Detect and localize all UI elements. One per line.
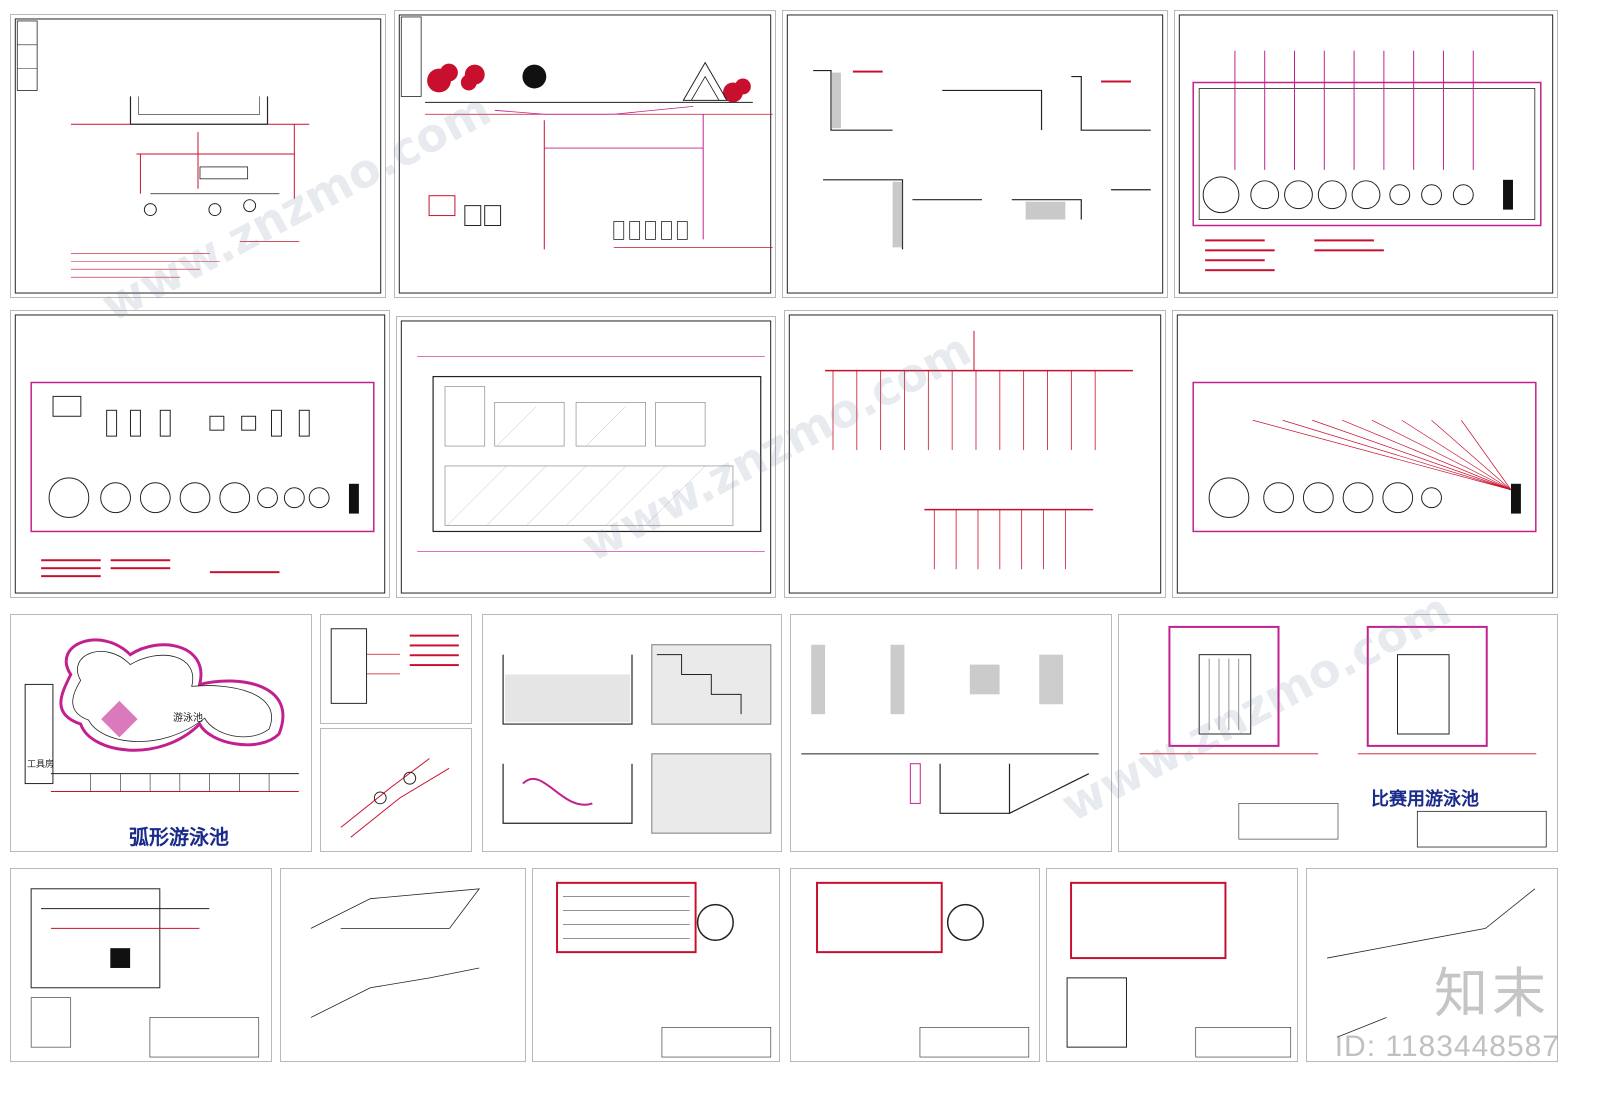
sheet-equipment-flow[interactable] bbox=[10, 868, 272, 1062]
drawing-pump-room-iso bbox=[340, 758, 450, 838]
drawing-power-layout bbox=[1176, 314, 1554, 594]
drawing-fitting-details bbox=[786, 14, 1164, 294]
image-id-text: ID: 1183448587 bbox=[1334, 1030, 1560, 1063]
drawing-pool-process bbox=[398, 14, 773, 294]
drawing-equipment-plan bbox=[14, 314, 386, 594]
sheet-electrical-system[interactable] bbox=[784, 310, 1166, 598]
sheet-iso-pipe-b[interactable] bbox=[1306, 868, 1558, 1062]
drawing-equipment-flow bbox=[30, 888, 260, 1058]
arc-pool-room-label: 工具房 bbox=[27, 760, 55, 770]
race-pool-title: 比赛用游泳池 bbox=[1371, 789, 1479, 810]
brand-logo: 知末 bbox=[1434, 962, 1550, 1025]
arc-pool-pool-label: 游泳池 bbox=[173, 713, 203, 724]
drawing-hot-spring-flow bbox=[14, 18, 382, 294]
drawing-room-conditions bbox=[400, 320, 772, 594]
drawing-edge-details bbox=[801, 644, 1099, 814]
drawing-arc-pool bbox=[24, 638, 299, 792]
drawing-pool-plan-3 bbox=[1066, 881, 1292, 1058]
sheet-pump-room-iso[interactable] bbox=[320, 728, 472, 852]
sheet-pool-plan-2[interactable] bbox=[790, 868, 1040, 1062]
sheet-equipment-plan[interactable] bbox=[10, 310, 390, 598]
sheet-pool-plan-3[interactable] bbox=[1046, 868, 1298, 1062]
sheet-fitting-details[interactable] bbox=[782, 10, 1168, 298]
drawing-iso-pipe-b bbox=[1327, 888, 1536, 1038]
drawing-pool-plan-2 bbox=[816, 881, 1030, 1058]
drawing-pipe-plan bbox=[1178, 14, 1554, 294]
drawing-pump-room-top bbox=[330, 628, 459, 704]
drawing-iso-pipe-a bbox=[310, 888, 481, 1018]
sheet-power-layout[interactable] bbox=[1172, 310, 1558, 598]
drawing-pool-sections bbox=[502, 644, 772, 834]
sheet-hot-spring-flow[interactable] bbox=[10, 14, 386, 298]
sheet-race-pool[interactable]: 比赛用游泳池 bbox=[1118, 614, 1558, 852]
sheet-arc-pool[interactable]: 弧形游泳池 游泳池 工具房 bbox=[10, 614, 312, 852]
sheet-pipe-plan[interactable] bbox=[1174, 10, 1558, 298]
sheet-pool-process[interactable] bbox=[394, 10, 776, 298]
arc-pool-title: 弧形游泳池 bbox=[129, 825, 229, 849]
sheet-room-conditions[interactable] bbox=[396, 316, 776, 598]
drawing-race-pool bbox=[1139, 625, 1547, 848]
sheet-iso-pipe-a[interactable] bbox=[280, 868, 526, 1062]
drawing-electrical-system bbox=[788, 314, 1162, 594]
drawing-pool-plan-1 bbox=[556, 881, 772, 1058]
sheet-edge-details[interactable] bbox=[790, 614, 1112, 852]
sheet-pump-room-top[interactable] bbox=[320, 614, 472, 724]
sheet-pool-sections[interactable] bbox=[482, 614, 782, 852]
sheet-pool-plan-1[interactable] bbox=[532, 868, 780, 1062]
